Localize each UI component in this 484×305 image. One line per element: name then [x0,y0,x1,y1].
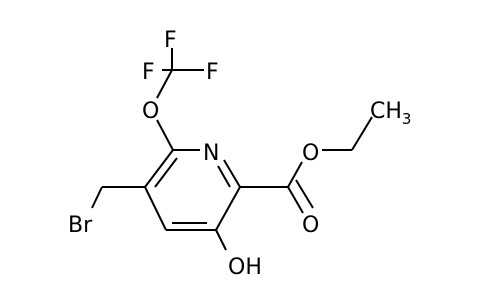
bond-c3-c2 [144,149,174,188]
bond-o-c2 [156,119,174,151]
bond-c-o-ester [287,161,303,188]
atom-oh: OH [228,255,262,280]
bond-c-o-carbonyl-double [295,179,314,209]
bond-c3-c2-double [154,157,178,188]
bond-ch2-ch3 [351,116,373,151]
atom-ch3: CH3 [370,99,411,128]
bond-ch2-br [91,186,103,209]
atom-o-ester: O [302,141,319,166]
bond-n-c6-double [217,165,231,188]
bond-c6-c5 [215,186,241,231]
bond-c5-oh [215,229,227,251]
atom-o-carbonyl: O [302,213,319,238]
bond-c-o-ether [156,69,173,99]
bond-c-o-carbonyl [287,186,304,214]
bond-n-c6 [223,159,241,188]
atom-f-right: F [206,60,219,85]
atom-f-left: F [142,60,155,85]
bond-c4-c3 [144,186,167,231]
ch3-main: CH [370,99,402,124]
atom-o-ether: O [142,99,159,124]
ch3-subscript: 3 [402,110,412,128]
atom-f-top: F [164,28,177,53]
atom-n-ring: N [203,141,219,166]
atom-br: Br [68,213,93,238]
